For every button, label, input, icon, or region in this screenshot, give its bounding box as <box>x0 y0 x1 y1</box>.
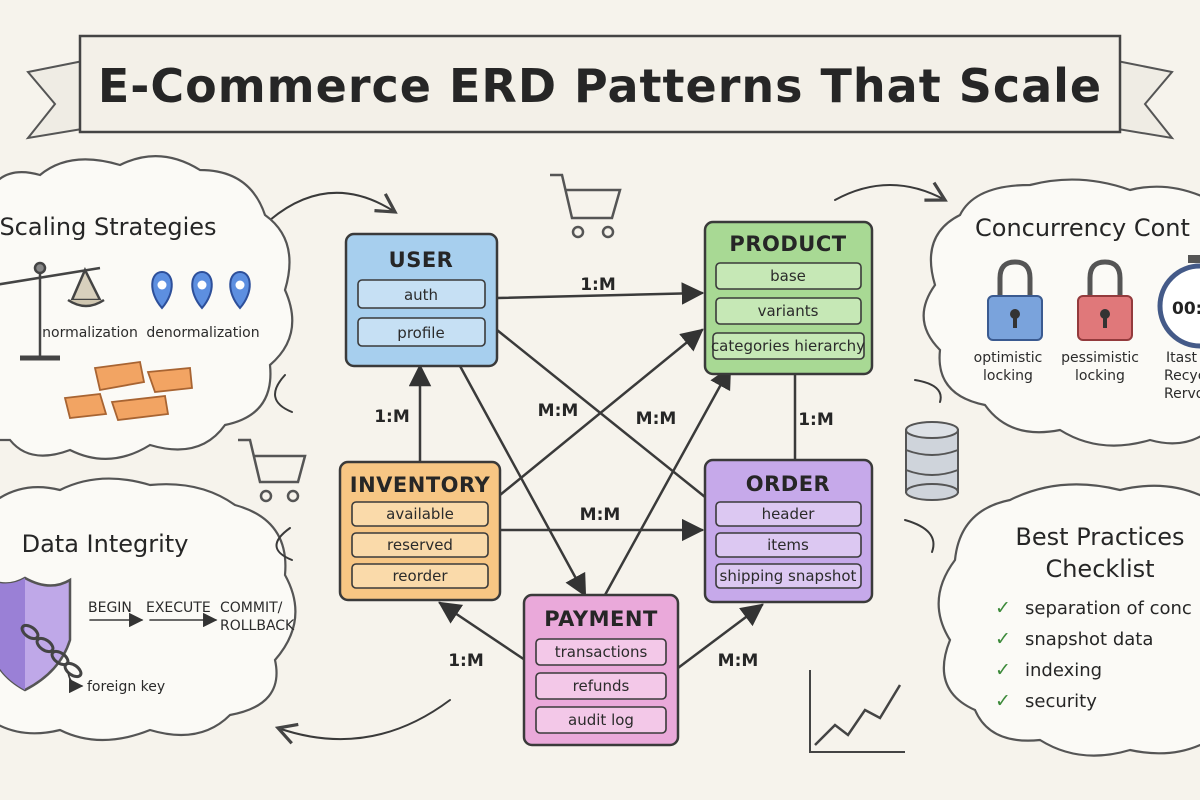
entity-user[interactable]: USER auth profile <box>344 232 499 368</box>
entity-field: items <box>767 536 809 554</box>
map-pin-icon <box>151 270 251 310</box>
entity-field: shipping snapshot <box>720 567 857 585</box>
scaling-title: Scaling Strategies <box>0 213 217 241</box>
entity-field: header <box>762 505 816 523</box>
rel-label: 1:M <box>580 275 616 295</box>
entity-field: categories hierarchy <box>711 337 865 355</box>
best-practices-title: Best Practices <box>1015 523 1184 551</box>
pessimistic-label-2: locking <box>1075 368 1125 384</box>
check-icon: ✓ <box>995 690 1011 712</box>
execute-label: EXECUTE <box>146 600 211 616</box>
begin-label: BEGIN <box>88 600 132 616</box>
timer-label-3: Rervo <box>1164 386 1200 402</box>
best-practices-subtitle: Checklist <box>1045 555 1154 583</box>
rel-label: M:M <box>718 651 759 671</box>
scaling-strategies-cloud: Scaling Strategies normalization denorma… <box>0 155 294 460</box>
entity-field: refunds <box>573 677 630 695</box>
rel-user-product <box>495 282 705 305</box>
chain-icon <box>20 623 83 679</box>
checklist: ✓ separation of conc ✓ snapshot data ✓ i… <box>995 597 1192 712</box>
decor-swirl <box>914 379 942 403</box>
entity-payment[interactable]: PAYMENT transactions refunds audit log <box>522 593 680 747</box>
foreign-key-label: foreign key <box>87 679 165 695</box>
stopwatch-icon: 00: <box>1157 255 1200 349</box>
timer-label-2: Recyc <box>1164 368 1200 384</box>
check-icon: ✓ <box>995 628 1011 650</box>
pessimistic-label-1: pessimistic <box>1061 350 1139 366</box>
rel-user-payment <box>458 364 587 597</box>
entity-title: PAYMENT <box>544 607 658 631</box>
padlock-icon <box>987 259 1043 341</box>
best-practices-cloud: Best Practices Checklist ✓ separation of… <box>937 483 1200 757</box>
database-icon <box>905 421 959 501</box>
entity-field: auth <box>404 286 438 304</box>
page-title: E-Commerce ERD Patterns That Scale <box>98 59 1102 113</box>
decor-swirl <box>275 527 293 561</box>
checklist-item: security <box>1025 691 1097 712</box>
data-integrity-cloud: Data Integrity BEGIN EXECUTE COMMIT/ ROL… <box>0 477 297 742</box>
rel-user-order <box>495 328 707 499</box>
entity-field: base <box>770 267 806 285</box>
rel-label: 1:M <box>798 410 834 430</box>
shopping-cart-icon <box>550 173 622 239</box>
entity-field: reorder <box>392 567 448 585</box>
entity-field: reserved <box>387 536 453 554</box>
decor-swirl <box>274 374 293 413</box>
entity-title: ORDER <box>746 472 830 496</box>
entity-title: USER <box>389 248 454 272</box>
entity-inventory[interactable]: INVENTORY available reserved reorder <box>338 460 502 602</box>
entity-field: transactions <box>555 643 648 661</box>
puzzle-pieces-icon <box>63 360 193 421</box>
commit-label: COMMIT/ <box>220 600 283 616</box>
checklist-item: separation of conc <box>1025 598 1192 619</box>
entity-field: variants <box>758 302 819 320</box>
rel-label: M:M <box>538 401 579 421</box>
rel-payment-product <box>603 366 732 597</box>
optimistic-label-1: optimistic <box>974 350 1043 366</box>
rel-label: M:M <box>580 505 621 525</box>
denormalization-label: denormalization <box>146 325 259 341</box>
concurrency-title: Concurrency Cont <box>975 214 1190 242</box>
entity-title: PRODUCT <box>729 232 846 256</box>
check-icon: ✓ <box>995 659 1011 681</box>
entity-product[interactable]: PRODUCT base variants categories hierarc… <box>703 220 874 376</box>
relationship-lines <box>408 282 797 670</box>
rel-payment-order <box>676 603 764 670</box>
rollback-label: ROLLBACK <box>220 618 295 634</box>
title-banner: E-Commerce ERD Patterns That Scale <box>25 34 1175 140</box>
entity-field: audit log <box>568 711 634 729</box>
decor-arrow <box>834 181 948 202</box>
shield-icon <box>0 576 72 692</box>
normalization-label: normalization <box>42 325 138 341</box>
entity-field: profile <box>397 324 444 342</box>
rel-label: M:M <box>636 409 677 429</box>
timer-label-1: Itast <box>1166 350 1197 366</box>
optimistic-label-2: locking <box>983 368 1033 384</box>
decor-arrow <box>269 191 398 221</box>
rel-label: 1:M <box>448 651 484 671</box>
rel-label: 1:M <box>374 407 410 427</box>
integrity-title: Data Integrity <box>22 530 189 558</box>
rel-payment-inventory <box>438 601 527 662</box>
concurrency-cloud: Concurrency Cont 00: optimistic locking … <box>922 178 1200 447</box>
padlock-icon <box>1077 259 1133 341</box>
shopping-cart-icon <box>238 438 307 503</box>
decor-arrow <box>274 699 451 745</box>
entity-title: INVENTORY <box>350 473 491 497</box>
balance-scale-icon <box>0 261 105 361</box>
check-icon: ✓ <box>995 597 1011 619</box>
decor-swirl <box>904 519 935 553</box>
entity-order[interactable]: ORDER header items shipping snapshot <box>703 458 874 604</box>
entity-field: available <box>386 505 454 523</box>
growth-chart-icon <box>809 670 905 753</box>
timer-readout: 00: <box>1172 299 1200 319</box>
checklist-item: snapshot data <box>1025 629 1153 650</box>
checklist-item: indexing <box>1025 660 1102 681</box>
